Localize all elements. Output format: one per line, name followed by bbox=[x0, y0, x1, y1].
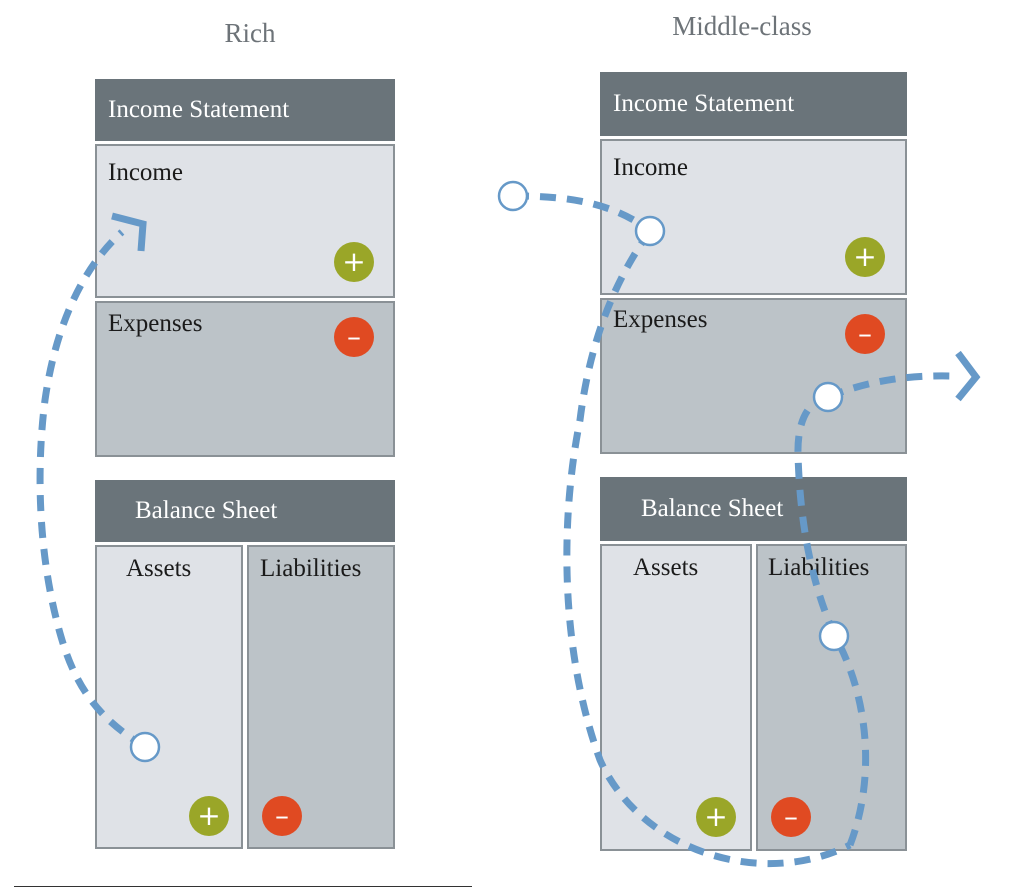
middle-class-entry-node bbox=[497, 180, 529, 212]
middle-class-expenses-outflow bbox=[826, 372, 953, 401]
rich-expenses-label: Expenses bbox=[108, 310, 203, 337]
plus-icon: + bbox=[334, 242, 374, 282]
arrowhead-icon bbox=[955, 350, 981, 402]
bottom-divider bbox=[14, 886, 472, 887]
plus-icon: + bbox=[845, 237, 885, 277]
rich-liabilities-panel: Liabilities – bbox=[247, 545, 395, 849]
middle-class-income-statement-title: Income Statement bbox=[613, 90, 795, 117]
middle-class-expenses-panel: Expenses – bbox=[600, 298, 907, 454]
minus-icon: – bbox=[262, 796, 302, 836]
rich-flow-start-node bbox=[129, 731, 161, 763]
rich-expenses-panel: Expenses – bbox=[95, 301, 395, 457]
rich-income-label: Income bbox=[108, 159, 183, 186]
middle-class-income-statement-header: Income Statement bbox=[600, 72, 907, 136]
rich-income-panel: Income + bbox=[95, 144, 395, 298]
rich-assets-panel: Assets + bbox=[95, 545, 243, 849]
middle-class-income-entry-flow bbox=[512, 192, 653, 234]
middle-class-income-label: Income bbox=[613, 154, 688, 181]
rich-income-statement-title: Income Statement bbox=[108, 96, 290, 123]
minus-icon: – bbox=[771, 797, 811, 837]
middle-class-title: Middle-class bbox=[672, 11, 812, 41]
rich-title: Rich bbox=[224, 18, 276, 48]
arrowhead-icon bbox=[111, 212, 147, 252]
middle-class-liabilities-label: Liabilities bbox=[768, 554, 870, 581]
middle-class-liabilities-node bbox=[818, 620, 850, 652]
rich-assets-label: Assets bbox=[126, 555, 192, 582]
middle-class-expenses-node bbox=[812, 381, 844, 413]
rich-asset-income-flow bbox=[36, 229, 147, 750]
rich-balance-sheet-title: Balance Sheet bbox=[135, 497, 278, 524]
middle-class-income-to-liabilities-flow bbox=[563, 228, 852, 868]
plus-icon: + bbox=[696, 797, 736, 837]
rich-liabilities-label: Liabilities bbox=[260, 555, 362, 582]
minus-icon: – bbox=[334, 317, 374, 357]
middle-class-balance-sheet-title: Balance Sheet bbox=[641, 495, 784, 522]
middle-class-income-node bbox=[634, 215, 666, 247]
middle-class-balance-sheet-header: Balance Sheet bbox=[600, 477, 907, 541]
middle-class-expenses-label: Expenses bbox=[613, 306, 708, 333]
middle-class-liabilities-panel: Liabilities – bbox=[756, 544, 907, 851]
minus-icon: – bbox=[845, 314, 885, 354]
rich-income-statement-header: Income Statement bbox=[95, 79, 395, 141]
rich-balance-sheet-header: Balance Sheet bbox=[95, 480, 395, 542]
middle-class-assets-label: Assets bbox=[633, 554, 699, 581]
plus-icon: + bbox=[189, 796, 229, 836]
middle-class-liabilities-to-expenses-flow bbox=[794, 393, 870, 847]
